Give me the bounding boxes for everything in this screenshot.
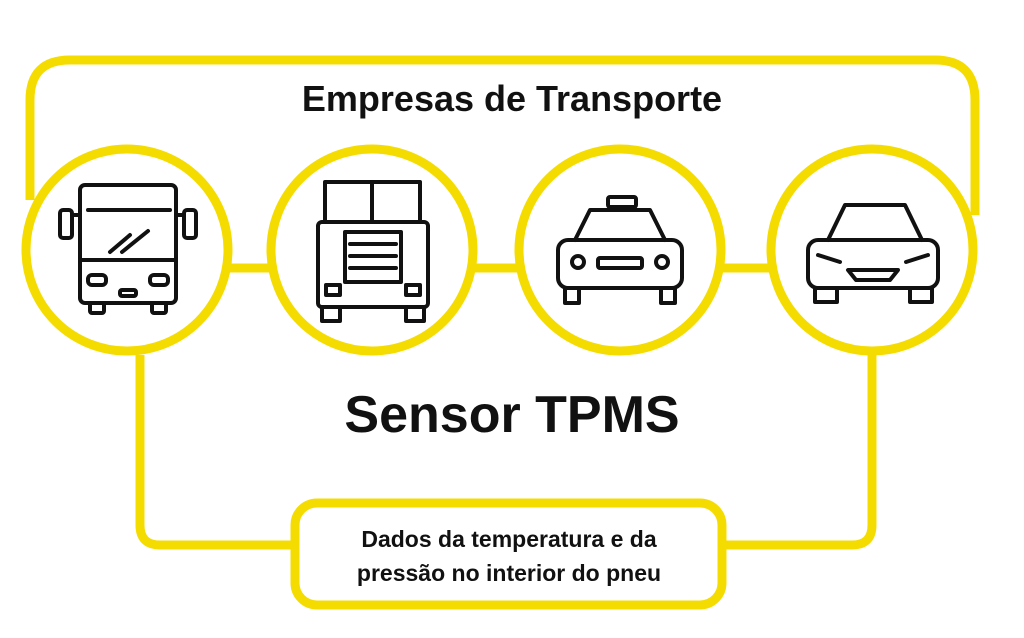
taxi-icon: [556, 195, 684, 305]
output-box-line2: pressão no interior do pneu: [356, 560, 662, 586]
output-box-border: [290, 498, 727, 610]
left-connector: [135, 355, 295, 550]
top-connector: [25, 55, 980, 215]
center-label: Sensor TPMS: [344, 386, 680, 444]
truck-icon: [316, 180, 430, 323]
right-connector: [722, 355, 877, 550]
bus-icon: [58, 183, 198, 315]
output-box-line1: Dados da temperatura e da: [361, 526, 657, 552]
diagram-title: Empresas de Transporte: [301, 78, 723, 119]
taxi-circle: [514, 144, 726, 356]
car-icon: [806, 203, 940, 304]
car-circle: [766, 144, 978, 356]
output-box: Dados da temperatura e da pressão no int…: [300, 522, 718, 590]
truck-circle: [266, 144, 478, 356]
